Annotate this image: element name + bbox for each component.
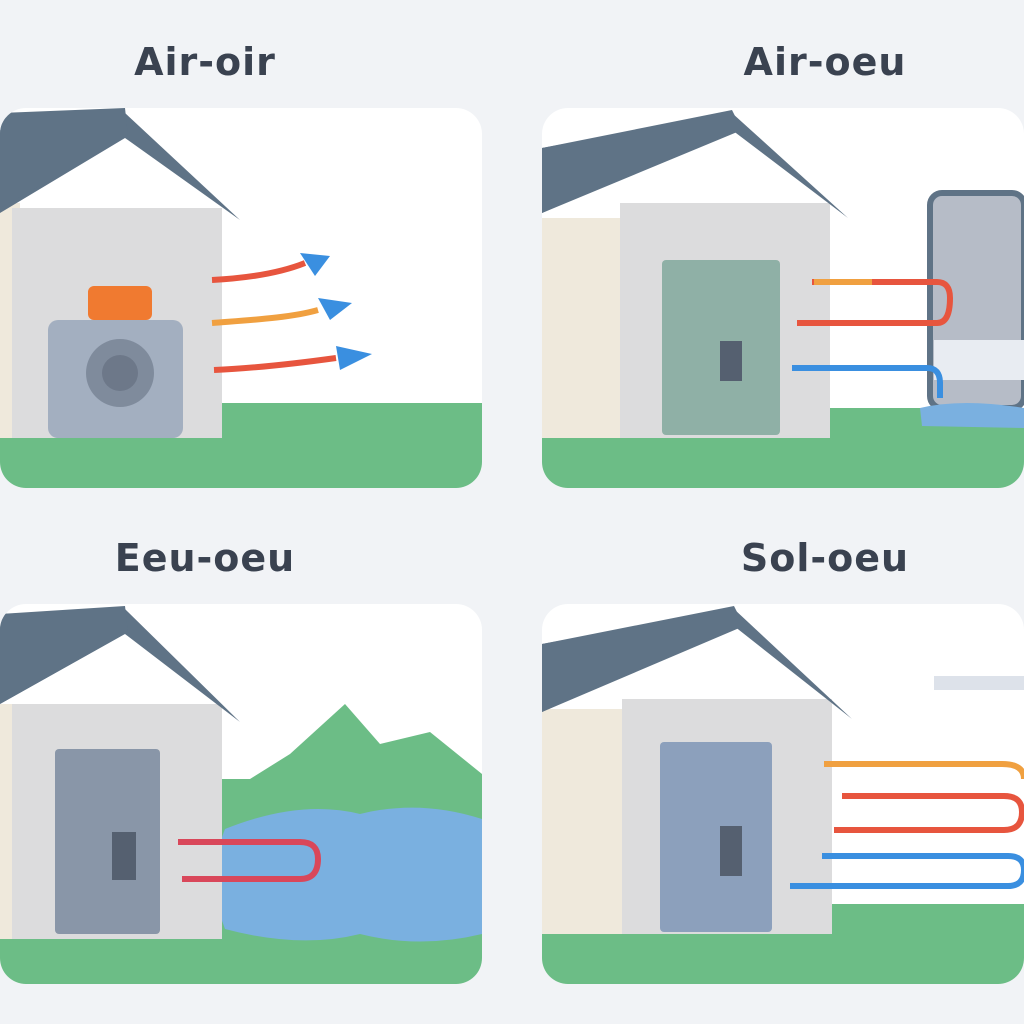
panel-title-water-water: Eeu-oeu (114, 536, 296, 580)
ground-loop-pipe (824, 761, 1024, 780)
ground-loop-pipe (834, 793, 1024, 833)
unit-panel-icon (720, 826, 742, 876)
air-flow-arrow (211, 260, 307, 283)
panel-ground-water (542, 604, 1024, 984)
arrow-head-icon (318, 298, 352, 320)
arrow-head-icon (336, 346, 372, 370)
heat-pump-unit (660, 742, 772, 932)
heat-pump-unit (55, 749, 160, 934)
unit-panel-icon (112, 832, 136, 880)
air-water-illustration (542, 110, 1024, 488)
air-flow-arrow (213, 355, 337, 373)
panel-air-air (0, 108, 482, 488)
ground-loop-pipe (790, 853, 1024, 889)
water-water-illustration (0, 606, 482, 984)
panel-title-air-air: Air-oir (134, 40, 276, 84)
lake (215, 807, 482, 942)
unit-top-icon (88, 286, 152, 320)
water-loop-pipe (178, 839, 322, 882)
hot-pipe (797, 279, 954, 326)
air-flow-arrow (211, 307, 319, 326)
water-flow (920, 403, 1024, 428)
panel-water-water (0, 604, 482, 984)
cold-pipe (792, 365, 943, 398)
house-side-wall (542, 218, 622, 438)
panel-title-ground-water: Sol-oeu (740, 536, 910, 580)
panel-title-air-water: Air-oeu (743, 40, 907, 84)
ground-water-illustration (542, 606, 1024, 984)
panel-air-water (542, 108, 1024, 488)
unit-panel-icon (720, 341, 742, 381)
house-side-wall (542, 709, 624, 934)
air-air-illustration (0, 108, 482, 488)
arrow-head-icon (300, 253, 330, 276)
